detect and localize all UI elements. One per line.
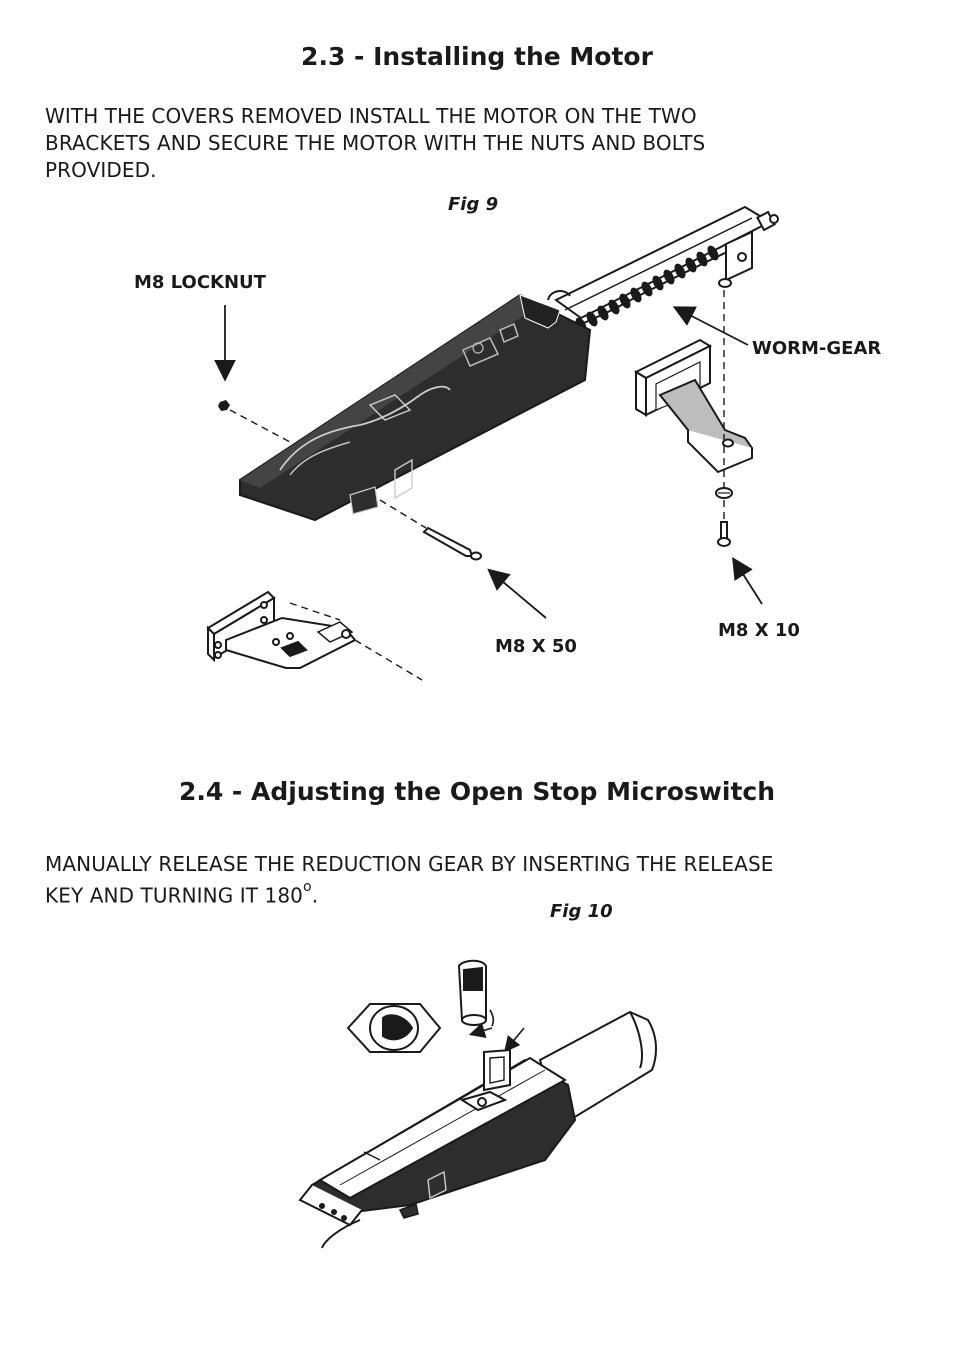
release-key-icon — [457, 959, 487, 1026]
install-instructions: WITH THE COVERS REMOVED INSTALL THE MOTO… — [45, 103, 705, 184]
release-hatch — [459, 1048, 511, 1112]
worm-gear-rail — [554, 205, 779, 320]
worm-gear-bracket — [633, 338, 754, 474]
install-instructions-line-2: BRACKETS AND SECURE THE MOTOR WITH THE N… — [45, 131, 706, 155]
callout-m8-x-50: M8 X 50 — [495, 636, 577, 657]
callout-m8-locknut: M8 LOCKNUT — [134, 272, 266, 293]
install-instructions-line-3: PROVIDED. — [45, 158, 157, 182]
key-slot-detail — [346, 1003, 442, 1053]
release-instructions-line-2-end: . — [311, 883, 319, 908]
release-instructions-line-2-text: KEY AND TURNING IT 180 — [45, 883, 304, 908]
motor-housing — [298, 1056, 577, 1249]
callout-m8-x-10: M8 X 10 — [718, 620, 800, 641]
rotation-arrows — [468, 1009, 525, 1053]
section-title-adjusting-microswitch: 2.4 - Adjusting the Open Stop Microswitc… — [178, 777, 776, 806]
degree-symbol: o — [303, 879, 312, 895]
figure-9-label: Fig 9 — [448, 194, 499, 215]
figure-9-motor-assembly — [206, 205, 779, 681]
motor-body — [239, 290, 592, 522]
worm-gear-spiral — [574, 245, 741, 333]
section-title-installing-motor: 2.3 - Installing the Motor — [301, 42, 653, 71]
release-instructions-line-1: MANUALLY RELEASE THE REDUCTION GEAR BY I… — [45, 852, 774, 876]
m8-x-50-bolt — [422, 526, 482, 561]
m8-locknut — [218, 400, 230, 411]
m8-x-10-washer — [715, 487, 733, 499]
release-instructions: MANUALLY RELEASE THE REDUCTION GEAR BY I… — [45, 851, 773, 910]
callout-arrows — [214, 305, 763, 619]
assembly-guide-lines — [229, 290, 725, 681]
front-mounting-bracket — [206, 590, 357, 669]
figure-10-label: Fig 10 — [550, 901, 613, 922]
callout-worm-gear: WORM-GEAR — [752, 338, 882, 359]
install-instructions-line-1: WITH THE COVERS REMOVED INSTALL THE MOTO… — [45, 104, 697, 128]
release-instructions-line-2: KEY AND TURNING IT 180o. — [45, 878, 773, 910]
rail-end-bracket — [718, 230, 753, 288]
m8-x-10-bolt — [717, 521, 731, 547]
